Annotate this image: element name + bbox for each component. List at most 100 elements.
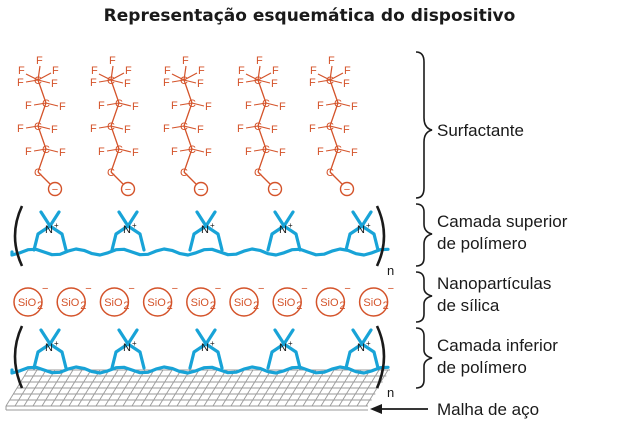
fluorine-atom: F (238, 65, 245, 77)
carbon-atom: C (180, 121, 188, 133)
bond (171, 125, 185, 129)
methyl-bond (204, 328, 217, 346)
bond (329, 125, 343, 130)
silica-charge: − (42, 283, 48, 295)
mesh-line (284, 369, 308, 407)
steel-mesh-grid (5, 369, 390, 411)
negative-charge-symbol: − (125, 184, 131, 196)
silica-subscript: 2 (80, 300, 86, 312)
mesh-line (212, 369, 236, 407)
mesh-line (194, 369, 218, 407)
nitrogen-atom: N (45, 224, 53, 236)
steel-mesh-arrow-head (370, 404, 382, 414)
bond (257, 79, 271, 84)
fluorine-atom: F (343, 78, 350, 90)
bond (265, 102, 279, 107)
mesh-line (248, 369, 272, 407)
methyl-bond (204, 210, 217, 228)
pyrrolidinium-ring: N+ (344, 210, 380, 252)
mesh-line (113, 369, 137, 407)
upper-polymer-label-line1: Camada superior (437, 212, 568, 231)
mesh-line (41, 369, 65, 407)
fluorine-atom: F (328, 55, 335, 67)
fluorine-atom: F (271, 124, 278, 136)
negative-charge-circle (339, 181, 355, 197)
fluorine-atom: F (309, 77, 316, 89)
mesh-line (275, 369, 299, 407)
silica-particle-circle (358, 287, 389, 317)
bond (33, 102, 47, 106)
fluorine-atom: F (344, 65, 351, 77)
bond (179, 148, 193, 152)
fluorine-atom: F (36, 55, 43, 67)
fluorine-atom: F (124, 124, 131, 136)
fluorine-atom: F (245, 146, 252, 158)
fluorine-atom: F (171, 100, 178, 112)
bond (257, 125, 271, 130)
upper-polymer-right-bracket (375, 205, 386, 267)
polymer-backbone (10, 365, 390, 375)
methyl-bond (282, 328, 295, 346)
silica-particle-circle (13, 287, 43, 317)
lower-polymer-label-line1: Camada inferior (437, 336, 558, 355)
bond (337, 102, 351, 107)
silica-subscript: 2 (167, 300, 173, 312)
methyl-bond (360, 328, 373, 346)
carbon-atom: C (326, 75, 334, 87)
pyrrolidinium-ring: N+ (110, 328, 146, 370)
silica-formula: SiO (104, 297, 123, 309)
carbon-atom: C (115, 144, 123, 156)
bond (37, 125, 51, 130)
methyl-bond (195, 328, 208, 346)
carbon-atom: C (180, 167, 188, 179)
silica-subscript: 2 (37, 300, 43, 312)
upper-polymer-layer: N+N+N+N+N+ (10, 210, 390, 257)
carbon-atom: C (262, 98, 270, 110)
bond (191, 148, 205, 153)
fluorine-atom: F (163, 123, 170, 135)
methyl-bond (39, 328, 52, 346)
fluorine-atom: F (351, 147, 358, 159)
bond (245, 73, 259, 81)
bond (183, 171, 197, 185)
nitrogen-atom: N (201, 224, 209, 236)
fluorine-atom: F (125, 65, 132, 77)
positive-charge: + (288, 339, 293, 348)
positive-charge: + (54, 221, 59, 230)
bond (183, 79, 197, 84)
silica-formula: SiO (191, 297, 210, 309)
carbon-atom: C (326, 167, 334, 179)
fluorine-atom: F (18, 65, 25, 77)
silica-charge: − (344, 283, 350, 295)
mesh-line (77, 369, 101, 407)
upper-polymer-repeat-n: n (387, 263, 394, 278)
fluorine-atom: F (182, 55, 189, 67)
methyl-bond (195, 210, 208, 228)
methyl-bond (39, 210, 52, 228)
fluorine-atom: F (197, 78, 204, 90)
fluorine-atom: F (132, 101, 139, 113)
mesh-line (311, 369, 335, 407)
fluorine-atom: F (317, 100, 324, 112)
bond (329, 65, 333, 81)
fluorine-atom: F (51, 124, 58, 136)
positive-charge: + (132, 221, 137, 230)
silica-formula: SiO (363, 297, 382, 309)
mesh-line (14, 369, 38, 407)
steel-mesh-label: Malha de aço (437, 400, 539, 419)
mesh-line (266, 369, 290, 407)
fluorine-atom: F (351, 101, 358, 113)
lower-polymer-brace (415, 327, 433, 389)
mesh-line (329, 369, 353, 407)
silica-charge: − (128, 283, 134, 295)
mesh-line (239, 369, 263, 407)
nanoparticles-label-line1: Nanopartículas (437, 274, 551, 293)
